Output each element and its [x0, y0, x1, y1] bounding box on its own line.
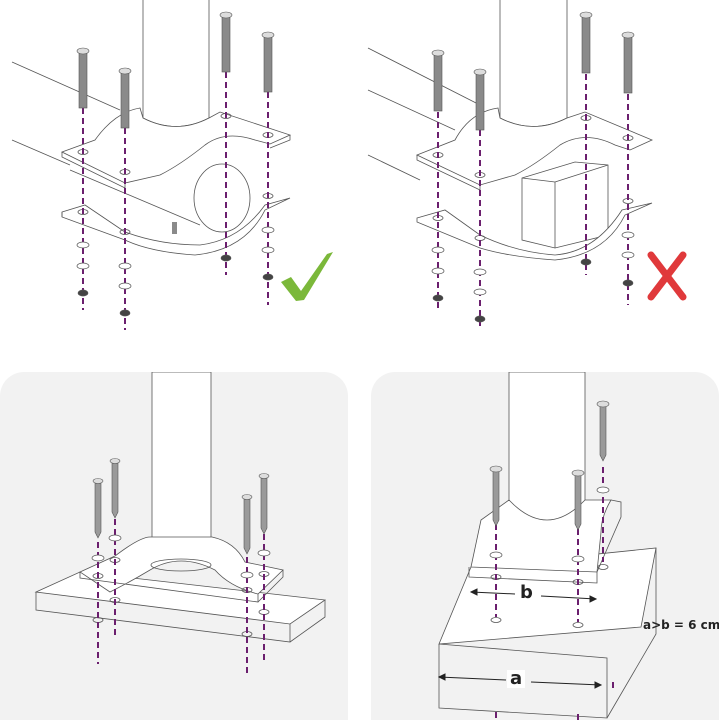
dimension-b-label: b — [517, 584, 536, 602]
dimension-arrows — [437, 588, 603, 689]
washer-nut-icons — [76, 226, 275, 317]
machine-screw-icons — [431, 11, 635, 131]
cross-icon — [647, 251, 687, 301]
dimension-formula: a>b = 6 cm — [643, 618, 719, 632]
machine-screw-icons — [76, 11, 275, 234]
dimension-a-label: a — [507, 670, 526, 688]
wood-screw-icons — [489, 400, 610, 531]
round-pipe-clamp-illustration — [11, 0, 333, 330]
panel-block-mount-dimensions: b a a>b = 6 cm — [371, 371, 719, 720]
washer-nut-icons — [431, 231, 635, 323]
board-mount-illustration — [34, 371, 327, 677]
block-mount-illustration — [437, 371, 657, 720]
panel-board-mount — [0, 371, 348, 720]
wood-screw-icons — [92, 458, 270, 555]
panel-round-pipe-correct — [0, 0, 360, 340]
checkmark-icon — [281, 252, 333, 301]
panel-square-pipe-incorrect — [360, 0, 719, 340]
square-pipe-clamp-illustration — [367, 0, 687, 330]
